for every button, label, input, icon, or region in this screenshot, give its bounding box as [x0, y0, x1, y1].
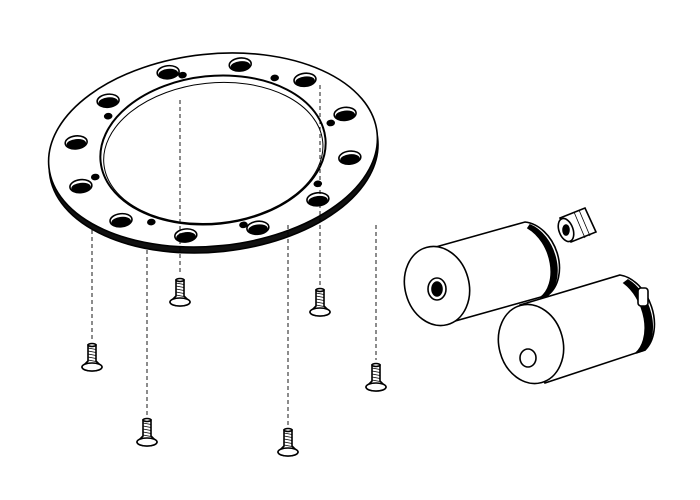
mounting-hole: [174, 228, 198, 243]
mounting-hole: [228, 57, 252, 72]
assembly-guide-lines: [91, 85, 377, 425]
mounting-hole: [96, 93, 120, 109]
threaded-hole: [239, 221, 248, 229]
countersunk-screw: [81, 342, 103, 372]
mounting-hole: [293, 72, 317, 88]
set-screw: [557, 206, 598, 244]
spacer-cylinder: [497, 274, 656, 385]
countersunk-screw: [309, 287, 331, 317]
threaded-hole: [326, 119, 336, 127]
threaded-hole: [103, 112, 113, 120]
mounting-hole: [64, 135, 88, 150]
threaded-hole: [178, 71, 187, 79]
mounting-hole: [109, 212, 133, 228]
threaded-hole: [270, 74, 279, 82]
mounting-hole: [333, 106, 357, 122]
mounting-hole: [306, 191, 330, 207]
threaded-hole: [90, 173, 100, 181]
countersunk-screw: [277, 427, 299, 457]
threaded-hole: [313, 180, 323, 188]
spacer-cylinder: [403, 221, 561, 327]
countersunk-screw: [169, 277, 191, 307]
mounting-hole: [156, 64, 180, 80]
mounting-hole: [69, 178, 93, 194]
mounting-hole: [246, 220, 270, 236]
mounting-hole: [338, 150, 362, 165]
countersunk-screw: [136, 417, 158, 447]
countersunk-screw: [365, 362, 387, 392]
mounting-ring: [47, 52, 379, 254]
threaded-hole: [147, 218, 156, 226]
